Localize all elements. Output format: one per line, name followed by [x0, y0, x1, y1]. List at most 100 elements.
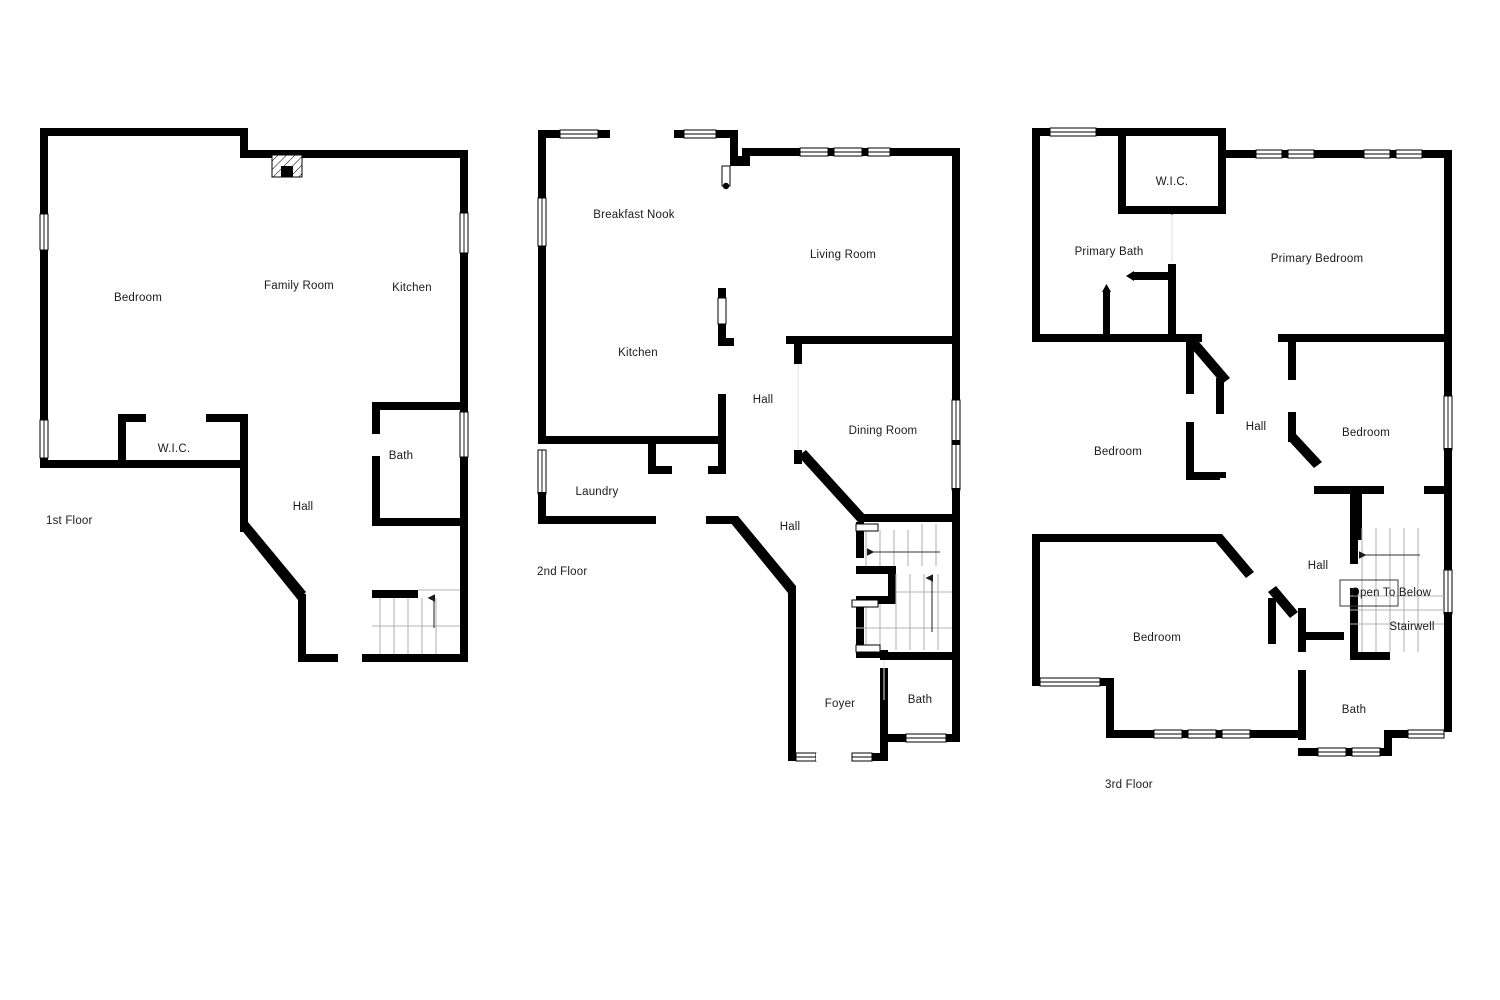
wall-f2-notch-stub — [730, 156, 750, 166]
wall-f2-bottom-stub — [706, 516, 738, 524]
wall-f3-top-f — [1390, 150, 1396, 158]
wall-f2-hall-diagonal — [730, 516, 796, 593]
wall-f3-bath-left-v — [1298, 608, 1306, 652]
wall-f1-bottom-right — [362, 654, 468, 662]
window-f3-bath-bot-1 — [1317, 747, 1347, 757]
wall-f2-stair-mid-h — [856, 566, 896, 574]
door-f2-kitchen-hall — [717, 288, 727, 325]
opening-f2-closet — [672, 466, 708, 474]
window-f2-top-1 — [559, 129, 599, 139]
wall-f2-laundry-bottom — [538, 516, 656, 524]
wall-f2-stair-left-top — [856, 522, 864, 558]
window-f3-pb-4 — [1395, 149, 1423, 159]
wall-f2-laundry-right-b — [718, 444, 726, 474]
floor-2-group: Breakfast Nook Living Room Kitchen Hall … — [537, 129, 961, 762]
room-label-hall-f3-upper: Hall — [1246, 421, 1267, 433]
wall-f3-mid-h-right — [1278, 334, 1452, 342]
wall-f1-bath-left-top — [372, 402, 380, 434]
stairs-f2-lower — [851, 574, 952, 653]
room-label-stairwell-f3: Stairwell — [1389, 621, 1434, 633]
room-label-hall-f2-lower: Hall — [780, 521, 801, 533]
window-f3-pb-1 — [1255, 149, 1283, 159]
wall-f3-stair-bottom — [1350, 652, 1390, 660]
stairs-f3 — [1339, 528, 1444, 652]
wall-f3-top-step — [1218, 128, 1226, 156]
wall-f1-wic-bottom — [118, 460, 248, 468]
room-label-kitchen-f1: Kitchen — [392, 282, 432, 294]
window-f2-bath — [905, 733, 947, 743]
wall-f1-bath-bottom — [372, 518, 468, 526]
wall-f2-lr-top-c — [862, 148, 868, 156]
room-label-living-room-f2: Living Room — [810, 249, 876, 261]
wall-f1-bottom-hall — [298, 654, 338, 662]
wall-f2-foyer-bottom-a — [788, 753, 796, 761]
wall-f1-left-upper — [40, 128, 48, 214]
wall-f2-dining-bottom — [858, 514, 960, 522]
wall-f3-bath-jog-h — [1384, 730, 1408, 738]
wall-f3-right-mid — [1444, 448, 1452, 570]
floor-label-3: 3rd Floor — [1105, 779, 1153, 791]
opening-f2-hall-pass — [656, 516, 706, 524]
window-f3-bath-right — [1407, 729, 1445, 739]
wall-f3-bedr-left-bot — [1288, 412, 1296, 442]
wall-f2-right-lower — [952, 488, 960, 560]
wall-f3-bath-left-v2 — [1298, 670, 1306, 740]
wall-f2-dining-diagonal — [798, 450, 866, 522]
wall-f2-lr-dining-div — [786, 336, 960, 344]
room-label-laundry-f2: Laundry — [576, 486, 619, 498]
wall-f3-mid-h-left — [1032, 334, 1180, 342]
wall-f3-stair-hall-stub — [1308, 632, 1344, 640]
wall-f3-top-a — [1032, 128, 1050, 136]
window-f3-bottom-1 — [1153, 729, 1183, 739]
wall-f2-right-upper — [952, 148, 960, 400]
window-f1-right-upper — [459, 212, 469, 254]
room-label-hall-f1: Hall — [293, 501, 314, 513]
wall-f1-top-left — [40, 128, 248, 136]
wall-f2-bath-top — [880, 652, 960, 660]
wall-f3-bed-low-diag — [1268, 586, 1298, 618]
open-to-below-box — [1339, 579, 1399, 607]
opening-f2-front-door — [816, 753, 852, 761]
wall-f1-bath-left-bot — [372, 456, 380, 522]
wall-f3-bedr-left-top — [1288, 342, 1296, 382]
floor-label-2: 2nd Floor — [537, 566, 587, 578]
window-f2-lr-3 — [867, 147, 891, 157]
wall-f3-top-b — [1096, 128, 1226, 136]
wall-f1-top-right — [240, 150, 468, 158]
wall-f3-left-jog-v — [1106, 678, 1114, 738]
wall-f3-pbath-arm — [1132, 272, 1172, 280]
wall-f3-bath-bot-a — [1298, 748, 1318, 756]
wall-f3-top-c — [1222, 150, 1256, 158]
wall-f1-stair-top — [372, 590, 418, 598]
wall-f3-hallcl-left2 — [1186, 420, 1194, 478]
window-f3-bottom-2 — [1187, 729, 1217, 739]
wall-f3-top-d — [1282, 150, 1288, 158]
wall-f2-stair-left-bot — [856, 604, 864, 654]
window-f1-left-lower — [39, 419, 49, 459]
opening-f3-bedr-closet — [1384, 486, 1424, 494]
wall-f2-lr-top-a — [742, 148, 800, 156]
room-label-hall-f3-lower: Hall — [1308, 560, 1329, 572]
opening-f1-front-door — [338, 654, 364, 662]
wall-f2-notch-vert — [730, 138, 738, 160]
fireplace-inner — [281, 166, 293, 177]
wall-f3-top-e — [1314, 150, 1364, 158]
wall-f2-laundry-left — [538, 492, 546, 522]
room-label-bath-f3: Bath — [1342, 704, 1366, 716]
wall-f1-hall-diagonal — [240, 522, 306, 600]
window-f3-bottom-3 — [1221, 729, 1251, 739]
window-f2-foyer-1 — [795, 752, 817, 762]
wall-f3-wic-right — [1218, 156, 1226, 214]
wall-f3-hallcl-bottom — [1186, 472, 1226, 480]
wall-f1-wic-top-r — [206, 414, 248, 422]
arrow-f3-pbath-arm-tip — [1126, 271, 1134, 281]
wall-f3-bath-jog-v — [1384, 730, 1392, 756]
opening-f3-pb-door — [1200, 334, 1278, 342]
wall-f3-hallcl-diag — [1186, 336, 1230, 384]
wall-f3-stair-left — [1350, 524, 1358, 564]
wall-f2-bath-right — [952, 560, 960, 740]
window-f2-lr-2 — [833, 147, 863, 157]
room-label-bath-f2: Bath — [908, 694, 932, 706]
